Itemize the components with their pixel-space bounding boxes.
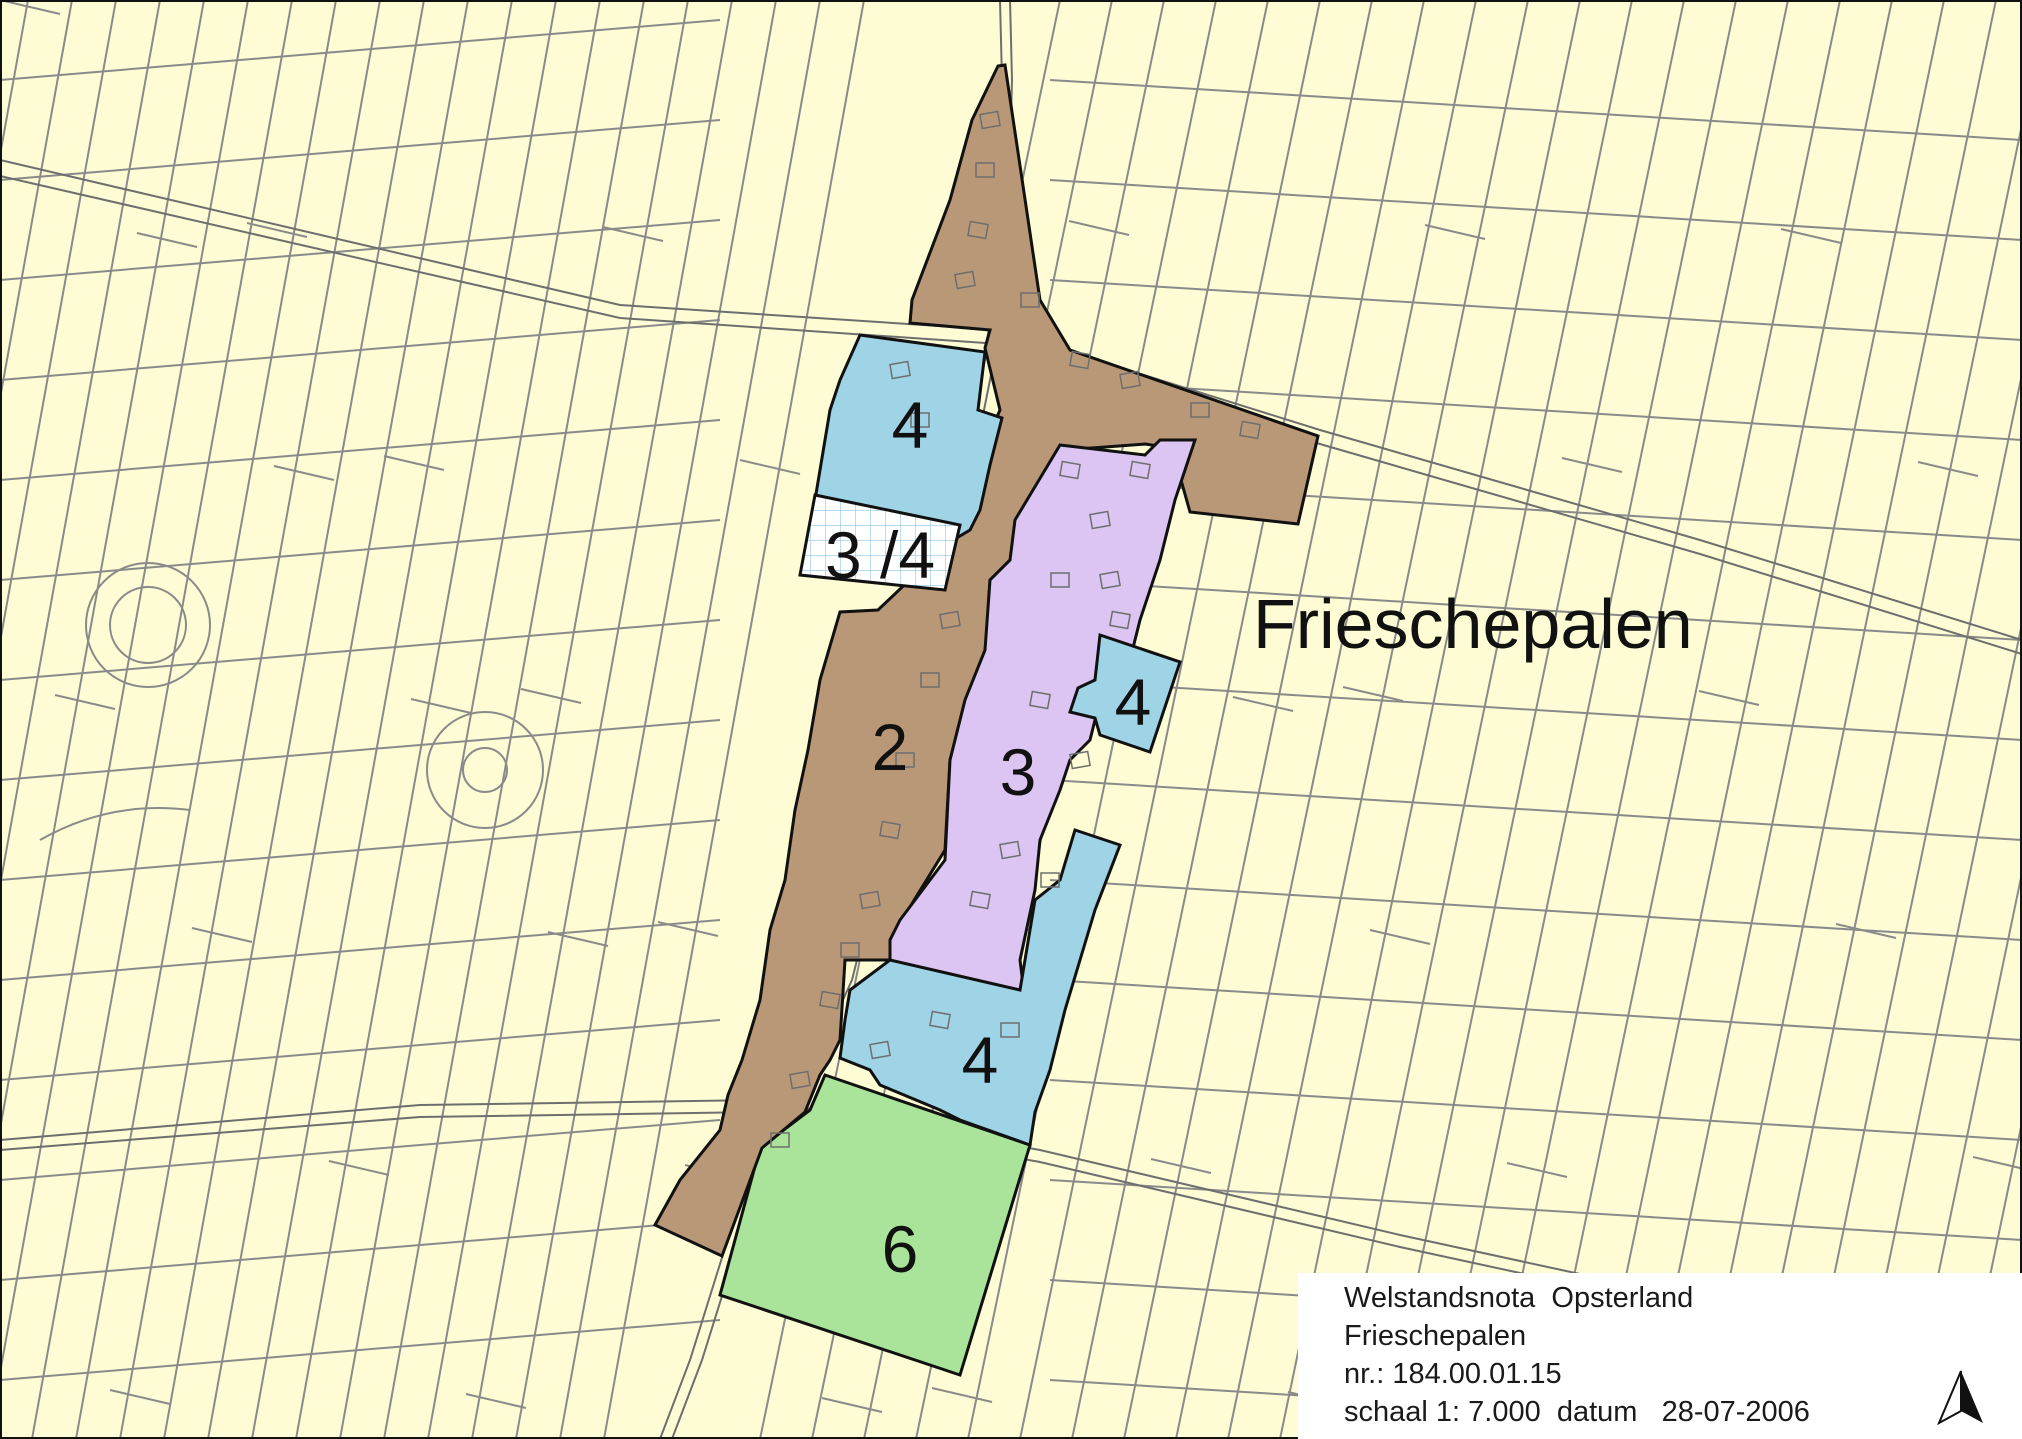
house-footprint [889,360,911,380]
north-arrow-icon [1937,1370,1983,1425]
house-footprint [1239,420,1261,440]
house-footprint [789,1070,811,1090]
house-footprint [969,890,991,910]
house-footprint [1069,350,1091,370]
house-footprint [967,220,989,240]
legend-scale-date: schaal 1: 7.000 datum 28-07-2006 [1344,1396,1810,1428]
house-footprint [939,610,961,630]
house-footprint [1089,510,1111,530]
house-footprint [1099,570,1121,590]
place-name-label: Frieschepalen [1253,585,1693,663]
house-footprint [859,890,881,910]
house-footprint [1119,370,1141,390]
house-footprint [929,1010,951,1030]
house-footprint [999,840,1021,860]
house-footprint [1129,460,1151,480]
house-footprint [975,162,995,178]
house-footprint [1000,1022,1020,1038]
zone-3-label: 3 [1000,735,1037,809]
house-footprint [770,1132,790,1148]
building-footprints [770,110,1261,1148]
house-footprint [1109,610,1131,630]
zone-4-east-label: 4 [1115,665,1152,739]
zone-4-south-area [838,828,1122,1148]
house-footprint [979,110,1001,130]
mound-feature [39,562,544,841]
house-footprint [1190,402,1210,418]
house-footprint [1059,460,1081,480]
zone-4-east-area [1068,632,1182,754]
legend-place: Frieschepalen [1344,1320,1527,1352]
house-footprint [920,672,940,688]
legend-number: nr.: 184.00.01.15 [1344,1358,1562,1390]
zone-6-label: 6 [882,1212,919,1286]
zone-4-north-label: 4 [892,388,929,462]
house-footprint [954,270,976,290]
house-footprint [1029,690,1051,710]
house-footprint [910,412,930,428]
zone-2-label: 2 [872,710,909,784]
zone-3-4-label: 3 /4 [825,518,935,592]
zone-4-south-label: 4 [962,1023,999,1097]
house-footprint [869,1040,891,1060]
house-footprint [819,990,841,1010]
house-footprint [1020,292,1040,308]
legend-title: Welstandsnota Opsterland [1344,1282,1694,1314]
house-footprint [879,820,901,840]
house-footprint [840,942,860,958]
zone-4-north-area [813,333,1004,547]
house-footprint [895,752,915,768]
house-footprint [1040,872,1060,888]
zone-3-4-area [798,493,962,592]
house-footprint [1069,750,1091,770]
house-footprint [1050,572,1070,588]
map-legend: Welstandsnota Opsterland Frieschepalen n… [1298,1273,2022,1439]
